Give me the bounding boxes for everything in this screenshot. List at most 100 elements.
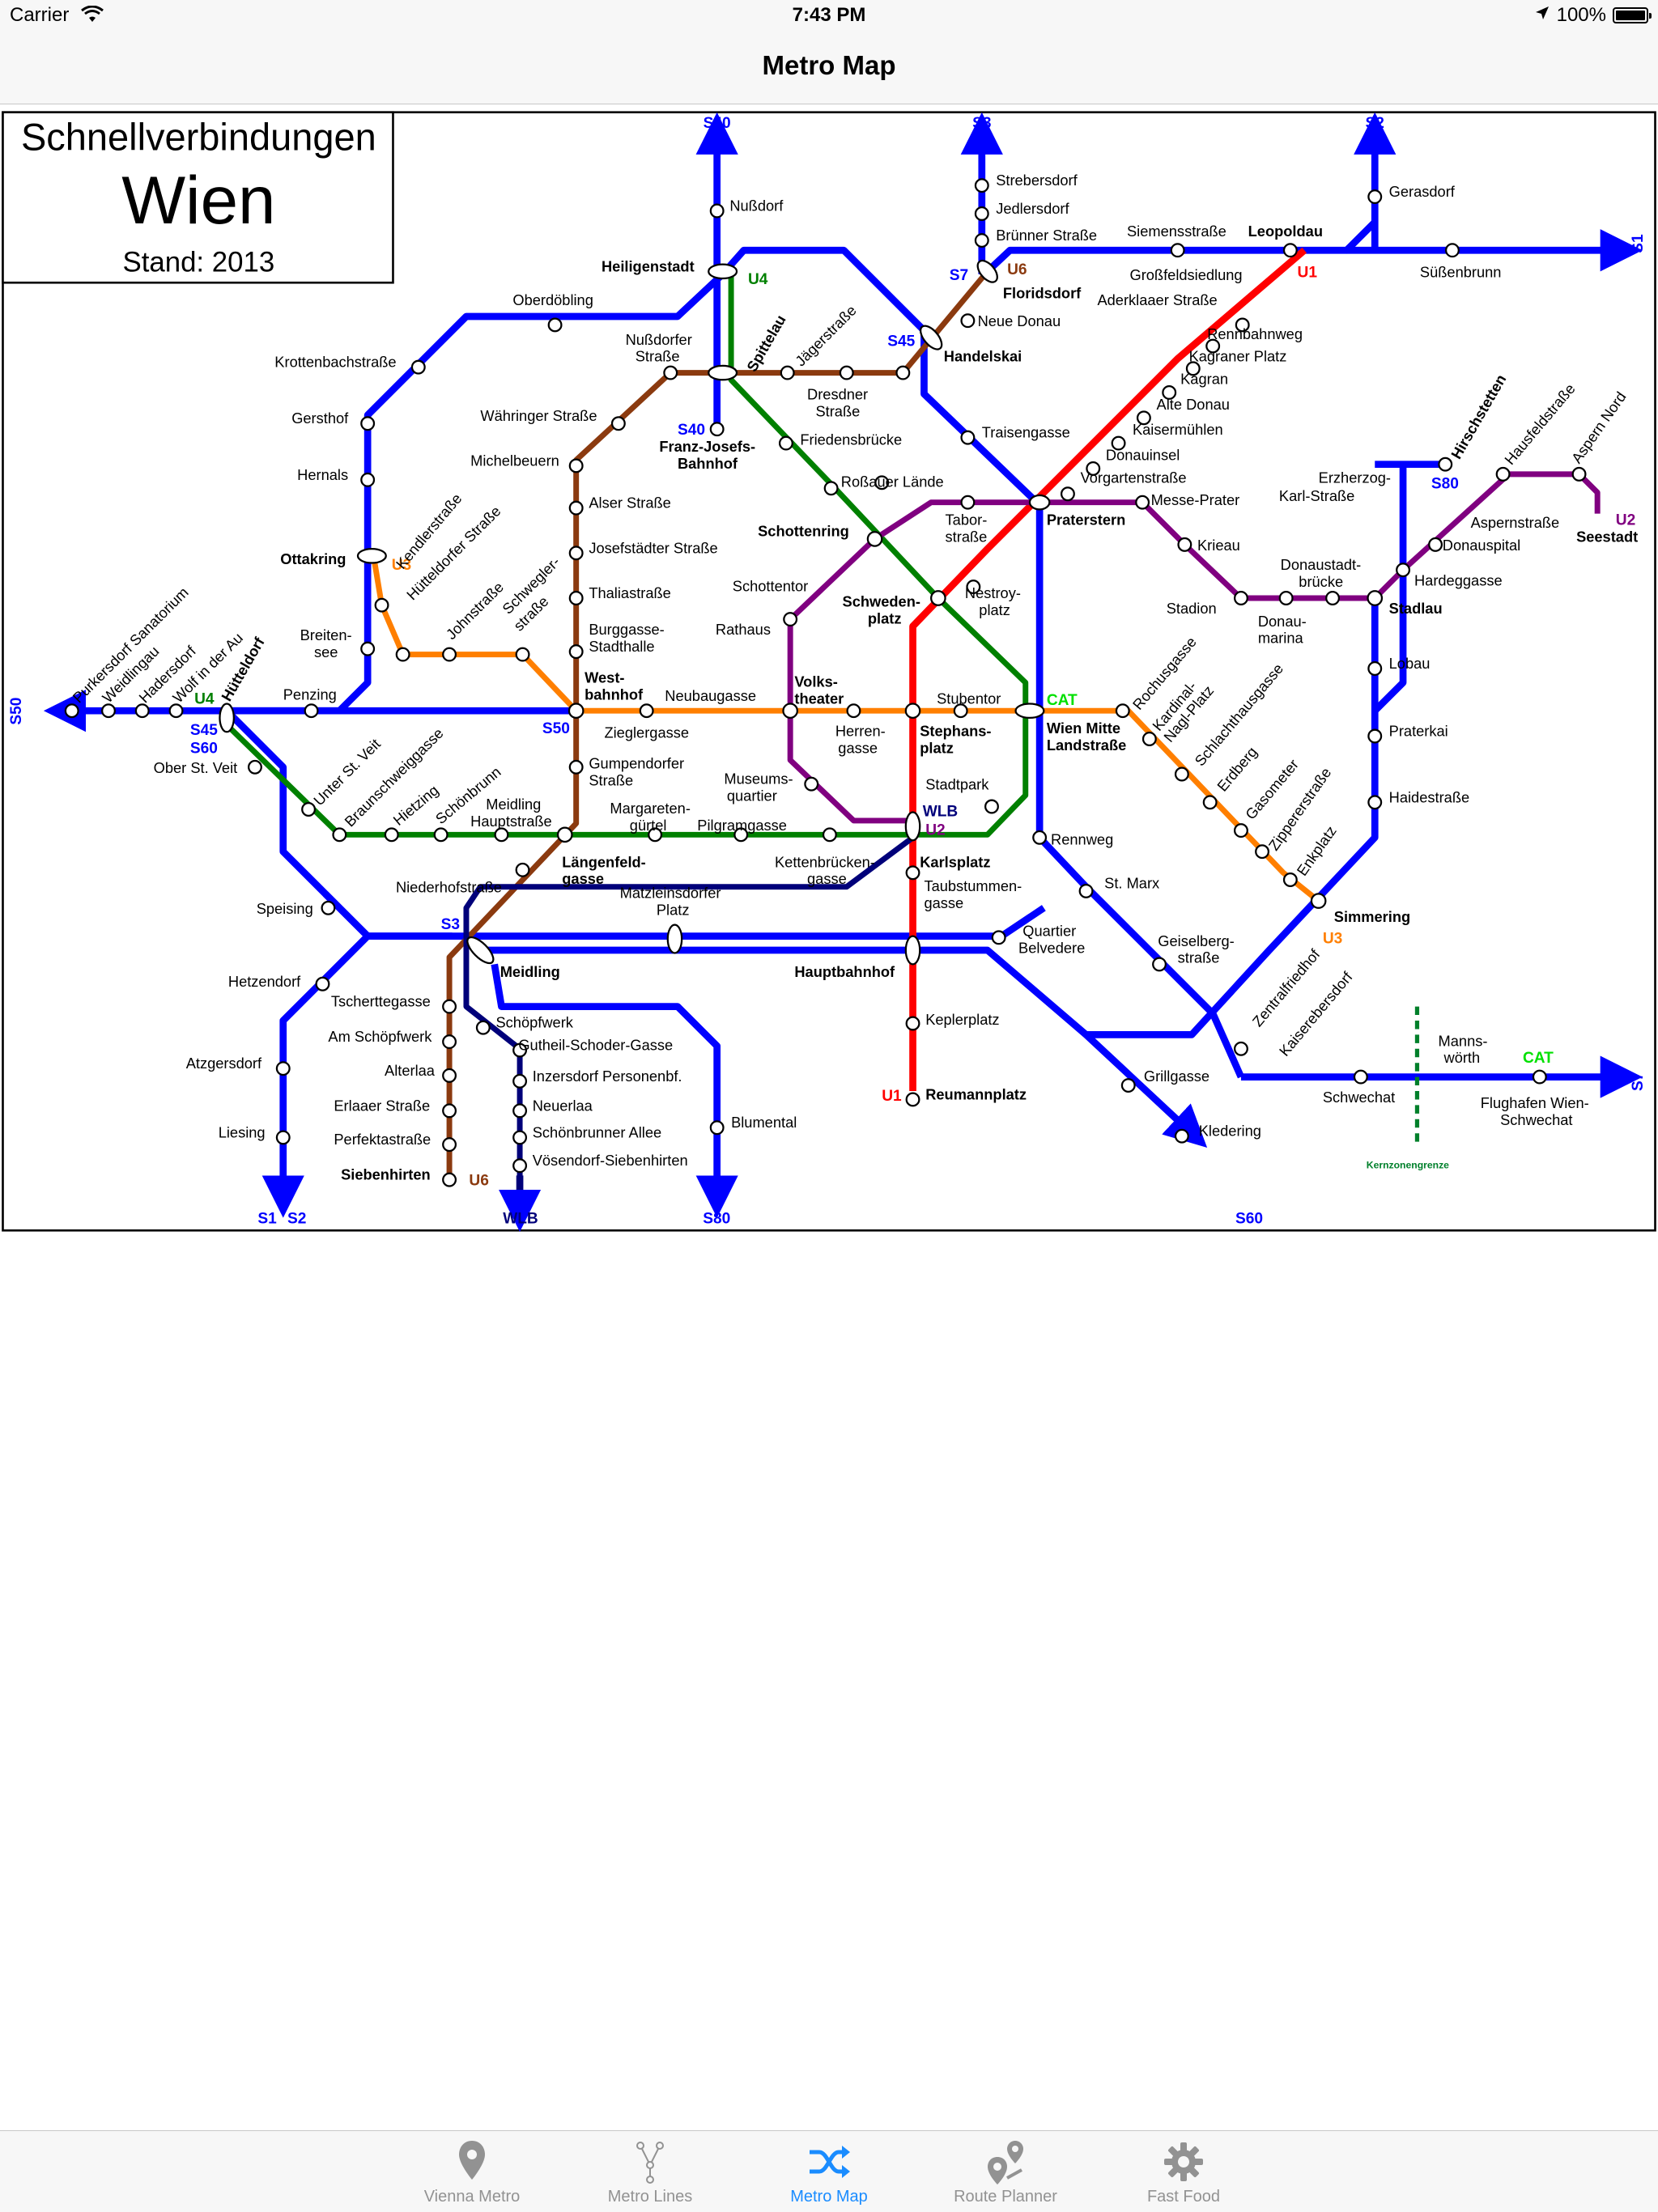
interchange-dot	[866, 531, 883, 547]
tab-metro-lines[interactable]: Metro Lines	[569, 2131, 731, 2212]
label-s80-bottom: S80	[703, 1211, 730, 1228]
station-museumsquartier-1: Museums-	[724, 771, 793, 788]
station-dot	[648, 827, 663, 843]
station-jedlersdorf: Jedlersdorf	[996, 200, 1069, 217]
station-dot	[568, 458, 584, 473]
station-dot	[1367, 795, 1383, 810]
station-erzherzog-1: Erzherzog-	[1319, 469, 1391, 486]
interchange-dot	[782, 703, 798, 720]
station-dot	[974, 206, 989, 221]
station-aspernstrasse: Aspernstraße	[1471, 514, 1560, 531]
station-donaustadt-2: brücke	[1299, 573, 1343, 590]
station-burggasse-2: Stadthalle	[589, 638, 654, 655]
station-gumpendorfer-2: Straße	[589, 771, 633, 788]
interchange-dot	[708, 364, 738, 381]
legend-city: Wien	[121, 162, 275, 238]
station-dot	[304, 703, 319, 719]
battery-icon	[1613, 7, 1652, 23]
station-tscherttegasse: Tscherttegasse	[331, 993, 431, 1010]
tab-metro-map[interactable]: Metro Map	[748, 2131, 910, 2212]
tab-label: Vienna Metro	[423, 2188, 521, 2206]
interchange-dot	[219, 703, 235, 733]
station-flughafen-1: Flughafen Wien-	[1481, 1094, 1589, 1111]
station-dot	[960, 495, 976, 510]
station-dot	[974, 233, 989, 248]
station-dot	[1367, 661, 1383, 676]
station-geiselberg-2: straße	[1178, 949, 1220, 966]
station-nussdorferstr-1: Nußdorfer	[626, 331, 692, 348]
interchange-dot	[356, 547, 387, 564]
station-wienmitte-2: Landstraße	[1047, 737, 1126, 754]
station-dot	[1428, 537, 1443, 552]
station-haidestrasse: Haidestraße	[1389, 788, 1470, 805]
station-dot	[822, 827, 837, 843]
station-dot	[433, 827, 449, 843]
station-nussdorf: Nußdorf	[729, 197, 784, 214]
station-donaumarina-2: marina	[1258, 630, 1304, 647]
station-dot	[984, 799, 999, 814]
station-taubstummen-2: gasse	[924, 894, 963, 911]
station-dot	[442, 999, 457, 1014]
interchange-dot	[930, 590, 946, 606]
station-schottenring: Schottenring	[758, 522, 849, 539]
station-nestroy-2: platz	[979, 601, 1010, 618]
label-u3-ottakring: U3	[392, 557, 411, 574]
station-dot	[733, 827, 749, 843]
station-dot	[1233, 823, 1248, 839]
tab-vienna-metro[interactable]: Vienna Metro	[391, 2131, 553, 2212]
tab-fast-food[interactable]: Fast Food	[1103, 2131, 1265, 2212]
interchange-dot	[976, 259, 998, 283]
station-dot	[709, 422, 725, 437]
station-pilgramgasse: Pilgramgasse	[697, 817, 787, 834]
label-s40-top: S40	[704, 115, 731, 132]
station-alterlaa: Alterlaa	[385, 1062, 436, 1079]
station-fjb-1: Franz-Josefs-	[659, 438, 755, 455]
interchange-dot	[556, 826, 573, 843]
station-dot	[442, 647, 457, 662]
station-dot	[1185, 361, 1201, 376]
station-margareten-2: gürtel	[630, 817, 667, 834]
station-quartier-1: Quartier	[1022, 923, 1076, 940]
station-erlaaerstrasse: Erlaaer Straße	[334, 1097, 430, 1114]
station-dot	[568, 591, 584, 605]
station-dot	[663, 365, 678, 380]
station-dot	[1174, 1128, 1189, 1144]
station-quartier-2: Belvedere	[1018, 939, 1085, 956]
label-s50-left: S50	[8, 698, 25, 725]
label-wlb-bottom: WLB	[503, 1211, 538, 1228]
station-dot	[512, 1130, 528, 1145]
tab-label: Route Planner	[954, 2188, 1057, 2206]
station-dot	[247, 759, 262, 775]
station-dot	[839, 365, 854, 380]
u1-line	[909, 247, 1307, 1091]
station-dot	[1235, 317, 1250, 333]
location-arrow-icon	[1534, 4, 1550, 27]
station-volkstheater-2: theater	[794, 690, 844, 707]
label-u1-top: U1	[1298, 264, 1318, 281]
metro-map[interactable]: Schnellverbindungen Wien Stand: 2013	[0, 105, 1658, 1232]
station-dot	[953, 703, 968, 719]
station-dot	[1115, 703, 1130, 719]
station-dot	[321, 900, 336, 915]
station-siebenhirten: Siebenhirten	[341, 1166, 431, 1183]
station-dot	[384, 827, 399, 843]
station-dot	[512, 1158, 528, 1174]
label-u4-top: U4	[748, 271, 768, 288]
station-meidlinghpt-1: Meidling	[486, 796, 541, 813]
station-dot	[1571, 466, 1587, 482]
station-burggasse-1: Burggasse-	[589, 621, 664, 638]
wifi-icon	[81, 5, 104, 28]
station-dot	[974, 178, 989, 193]
station-dresdner-2: Straße	[815, 403, 860, 420]
legend-box: Schnellverbindungen Wien Stand: 2013	[2, 111, 394, 284]
label-u1-bottom: U1	[882, 1088, 902, 1105]
station-schoepfwerk: Schöpfwerk	[495, 1014, 573, 1031]
label-s80-hirschstetten: S80	[1431, 475, 1459, 492]
tab-route-planner[interactable]: Route Planner	[925, 2131, 1086, 2212]
station-kettenbruecken-1: Kettenbrücken-	[775, 853, 875, 870]
station-neuerlaa: Neuerlaa	[533, 1097, 593, 1114]
station-gersthof: Gersthof	[291, 410, 349, 427]
station-dot	[494, 827, 509, 843]
station-dot	[1205, 338, 1221, 354]
metro-map-svg[interactable]: Schnellverbindungen Wien Stand: 2013	[0, 105, 1658, 1232]
